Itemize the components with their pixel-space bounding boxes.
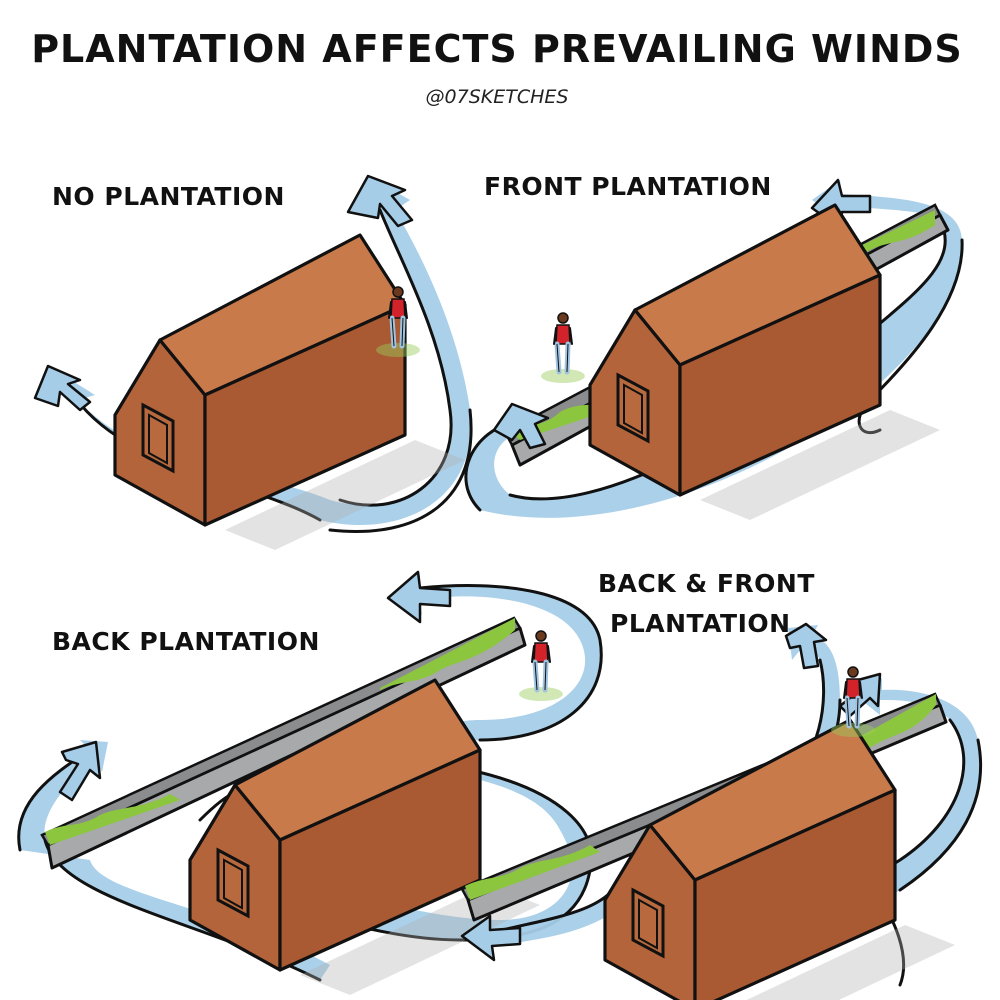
panel-label-back-plantation: BACK PLANTATION: [52, 627, 320, 656]
panel-label-back-front-line1: BACK & FRONT: [598, 569, 815, 598]
arrow-up-icon: [492, 402, 550, 450]
panel-label-back-front-line2: PLANTATION: [610, 609, 791, 638]
arrow-up-icon: [58, 740, 102, 802]
panel-front-plantation: FRONT PLANTATION: [464, 172, 964, 522]
person-figure: [519, 631, 563, 701]
panel-label-front-plantation: FRONT PLANTATION: [484, 172, 772, 201]
panel-label-no-plantation: NO PLANTATION: [52, 182, 285, 211]
panel-back-plantation: BACK PLANTATION: [17, 570, 603, 997]
panel-back-front-plantation: BACK & FRONT PLANTATION: [460, 569, 983, 1000]
arrow-left-icon: [460, 914, 522, 962]
person-figure: [541, 313, 585, 383]
panel-no-plantation: NO PLANTATION: [33, 174, 473, 552]
arrow-up-icon: [346, 174, 414, 228]
credit-handle: @07SKETCHES: [426, 86, 569, 108]
back-hedge-wall: [40, 616, 527, 870]
page-title: PLANTATION AFFECTS PREVAILING WINDS: [31, 27, 963, 71]
arrow-left-icon: [386, 570, 452, 624]
arrow-up-icon: [784, 622, 828, 670]
arrow-left-icon: [33, 364, 92, 412]
